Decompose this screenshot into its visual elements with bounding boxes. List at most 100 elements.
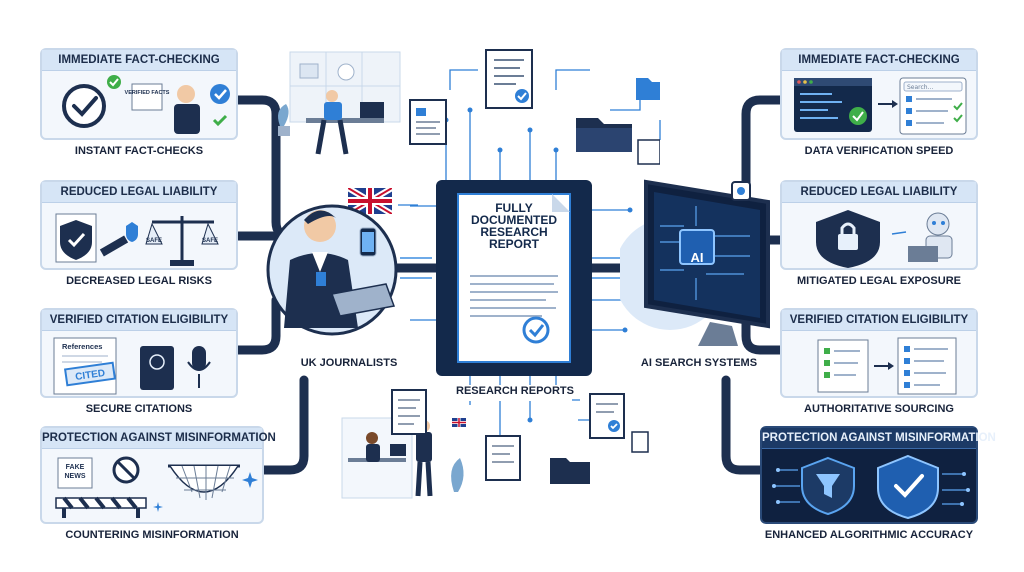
document-icon-4 — [485, 435, 521, 481]
search-panel — [899, 77, 967, 135]
card-title: PROTECTION AGAINST MISINFORMATION — [762, 428, 996, 449]
document-icon-3 — [637, 139, 660, 165]
check-shield-icon — [877, 454, 939, 520]
misinformation-illustration: FAKE NEWS — [55, 456, 258, 518]
card-caption: AUTHORITATIVE SOURCING — [804, 403, 954, 415]
arrow-icon — [892, 100, 898, 108]
lock-icon — [838, 234, 858, 250]
card-caption: SECURE CITATIONS — [85, 403, 193, 415]
cited-stamp-label: CITED — [75, 368, 106, 383]
report-check-icon — [522, 316, 550, 344]
ai-chip-icon — [679, 229, 715, 265]
report-title: FULLY DOCUMENTED RESEARCH REPORT — [458, 202, 570, 250]
desk — [306, 118, 384, 123]
office-scene-top — [278, 51, 401, 155]
card-caption: DATA VERIFICATION SPEED — [804, 145, 954, 157]
arrow-icon — [888, 362, 894, 370]
barrier-icon — [55, 496, 147, 518]
scale-right-label: SAFE — [202, 238, 218, 244]
right-card-legal-liability: REDUCED LEGAL LIABILITY MITIGATED LEGAL … — [780, 180, 978, 287]
check-badge-icon — [107, 75, 121, 89]
folder-icon-2 — [636, 78, 660, 100]
news-label: NEWS — [65, 473, 86, 480]
left-card-citation: VERIFIED CITATION ELIGIBILITY References… — [40, 308, 238, 415]
document-icon-5 — [589, 393, 625, 439]
verified-facts-label: VERIFIED FACTS — [125, 90, 170, 96]
gavel-icon — [99, 235, 129, 257]
fake-news-doc — [57, 457, 93, 489]
legal-illustration: SAFE SAFE — [55, 213, 219, 266]
search-placeholder: Search... — [907, 84, 933, 91]
check-circle-icon — [849, 107, 867, 125]
card-caption: COUNTERING MISINFORMATION — [65, 529, 239, 541]
right-card-fact-checking: IMMEDIATE FACT-CHECKING Search... DATA V… — [780, 48, 978, 157]
references-label: References — [62, 342, 102, 351]
microphone-icon — [192, 346, 206, 370]
report-title-line-1: FULLY — [495, 201, 533, 215]
check-circle-icon — [210, 84, 230, 104]
clock-icon — [62, 84, 106, 128]
laptop-icon — [908, 246, 938, 262]
wall-clock-icon — [337, 63, 355, 81]
right-card-citation: VERIFIED CITATION ELIGIBILITY AUTHORITAT… — [780, 308, 978, 415]
monitor-icon — [360, 102, 384, 118]
worker-head — [326, 90, 338, 102]
robot-head-icon — [926, 212, 950, 236]
sourcing-illustration — [817, 337, 957, 395]
ai-monitor-illustration — [620, 179, 770, 346]
top-documents — [409, 49, 660, 165]
left-card-misinformation: PROTECTION AGAINST MISINFORMATION FAKE N… — [40, 426, 276, 541]
folder-icon-3 — [550, 458, 590, 484]
report-title-line-3: RESEARCH — [480, 225, 548, 239]
card-caption: MITIGATED LEGAL EXPOSURE — [797, 275, 961, 287]
sparkle-icon — [242, 472, 258, 488]
person-body — [174, 104, 200, 134]
worker-body — [324, 102, 342, 120]
card-caption: INSTANT FACT-CHECKS — [74, 145, 204, 157]
man-body — [416, 432, 432, 462]
wall-chart-icon — [299, 63, 319, 79]
right-card-misinformation: PROTECTION AGAINST MISINFORMATION ENHANC… — [760, 426, 996, 541]
pipe-right-4 — [721, 375, 775, 475]
ai-chip-label: AI — [690, 250, 704, 265]
shield-icon — [60, 220, 92, 260]
woman-body — [366, 444, 380, 462]
research-reports-label: RESEARCH REPORTS — [456, 385, 574, 401]
uk-flag-small-icon — [452, 418, 466, 427]
person-head — [177, 85, 195, 103]
laptop-icon — [330, 283, 396, 317]
card-caption: ENHANCED ALGORITHMIC ACCURACY — [764, 529, 974, 541]
verified-facts-doc — [131, 83, 163, 111]
pipe-right-3 — [741, 315, 785, 355]
clock-check-illustration: VERIFIED FACTS — [62, 75, 230, 134]
card-caption: DECREASED LEGAL RISKS — [66, 275, 212, 287]
legal-exposure-illustration — [816, 210, 953, 268]
left-card-fact-checking: IMMEDIATE FACT-CHECKING VERIFIED FACTS I… — [40, 48, 238, 157]
card-title: REDUCED LEGAL LIABILITY — [42, 182, 236, 203]
report-title-line-4: REPORT — [488, 237, 539, 251]
book-icon — [140, 346, 174, 390]
funnel-icon — [816, 474, 840, 498]
citation-illustration: References CITED — [53, 337, 211, 395]
algorithm-illustration — [772, 454, 970, 520]
journalist-illustration — [266, 204, 398, 336]
press-badge-icon — [316, 272, 326, 286]
card-title: IMMEDIATE FACT-CHECKING — [42, 50, 236, 71]
laptop-icon — [390, 444, 406, 456]
fake-label: FAKE — [66, 464, 85, 471]
pipe-left-3 — [233, 295, 281, 355]
report-title-line-2: DOCUMENTED — [471, 213, 557, 227]
document-icon-7 — [391, 389, 427, 435]
card-title: PROTECTION AGAINST MISINFORMATION — [42, 428, 276, 449]
card-title: IMMEDIATE FACT-CHECKING — [782, 50, 976, 71]
pipe-left-4 — [257, 375, 309, 475]
plant-icon — [451, 458, 464, 492]
cited-stamp — [63, 361, 117, 387]
scale-left-label: SAFE — [146, 238, 162, 244]
bottom-documents — [485, 393, 649, 484]
data-verification-illustration: Search... — [794, 77, 967, 135]
left-card-legal-liability: REDUCED LEGAL LIABILITY SAFE SAFE DECREA… — [40, 180, 238, 287]
card-title: REDUCED LEGAL LIABILITY — [782, 182, 976, 203]
report-document — [457, 193, 571, 363]
